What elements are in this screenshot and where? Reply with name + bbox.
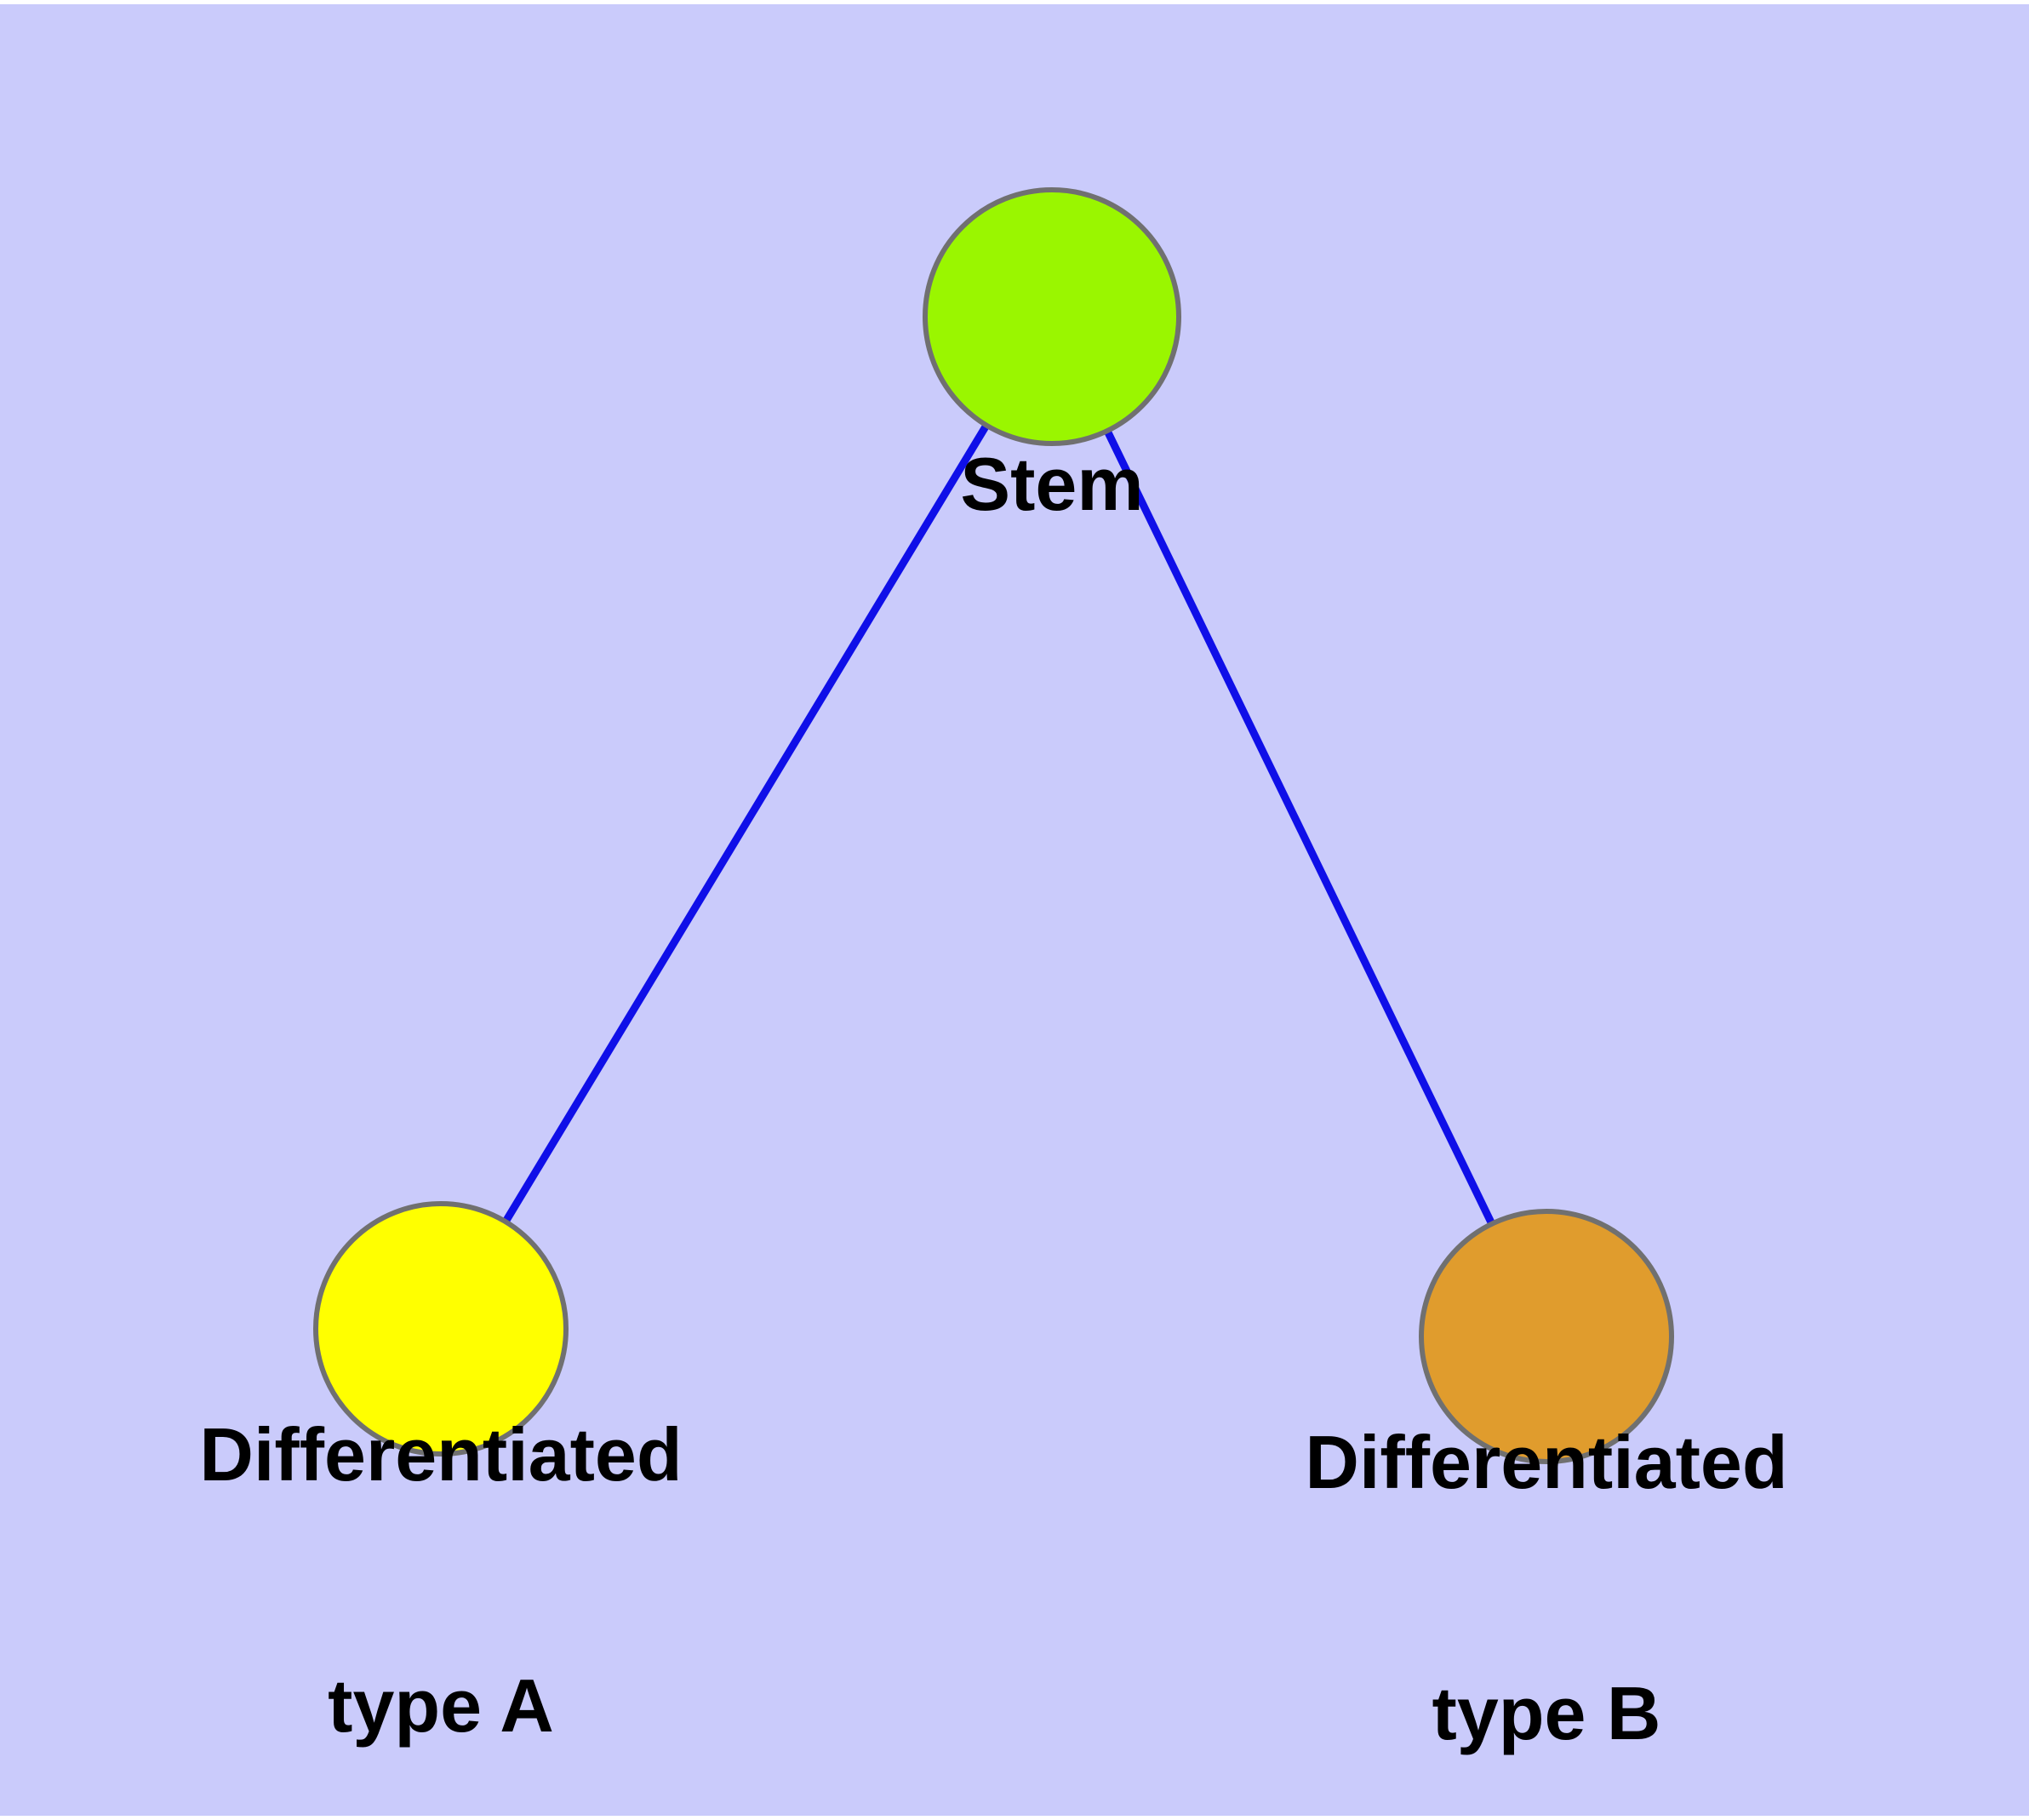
node-stem[interactable] bbox=[923, 187, 1181, 446]
node-layer bbox=[313, 187, 1674, 1464]
node-differentiated-type-a[interactable] bbox=[313, 1201, 569, 1457]
node-differentiated-type-b[interactable] bbox=[1419, 1209, 1674, 1464]
edge-stem-to-differentiated-type-a[interactable] bbox=[437, 314, 1055, 1331]
edge-layer bbox=[437, 314, 1551, 1338]
edge-stem-to-differentiated-type-b[interactable] bbox=[1048, 315, 1551, 1338]
